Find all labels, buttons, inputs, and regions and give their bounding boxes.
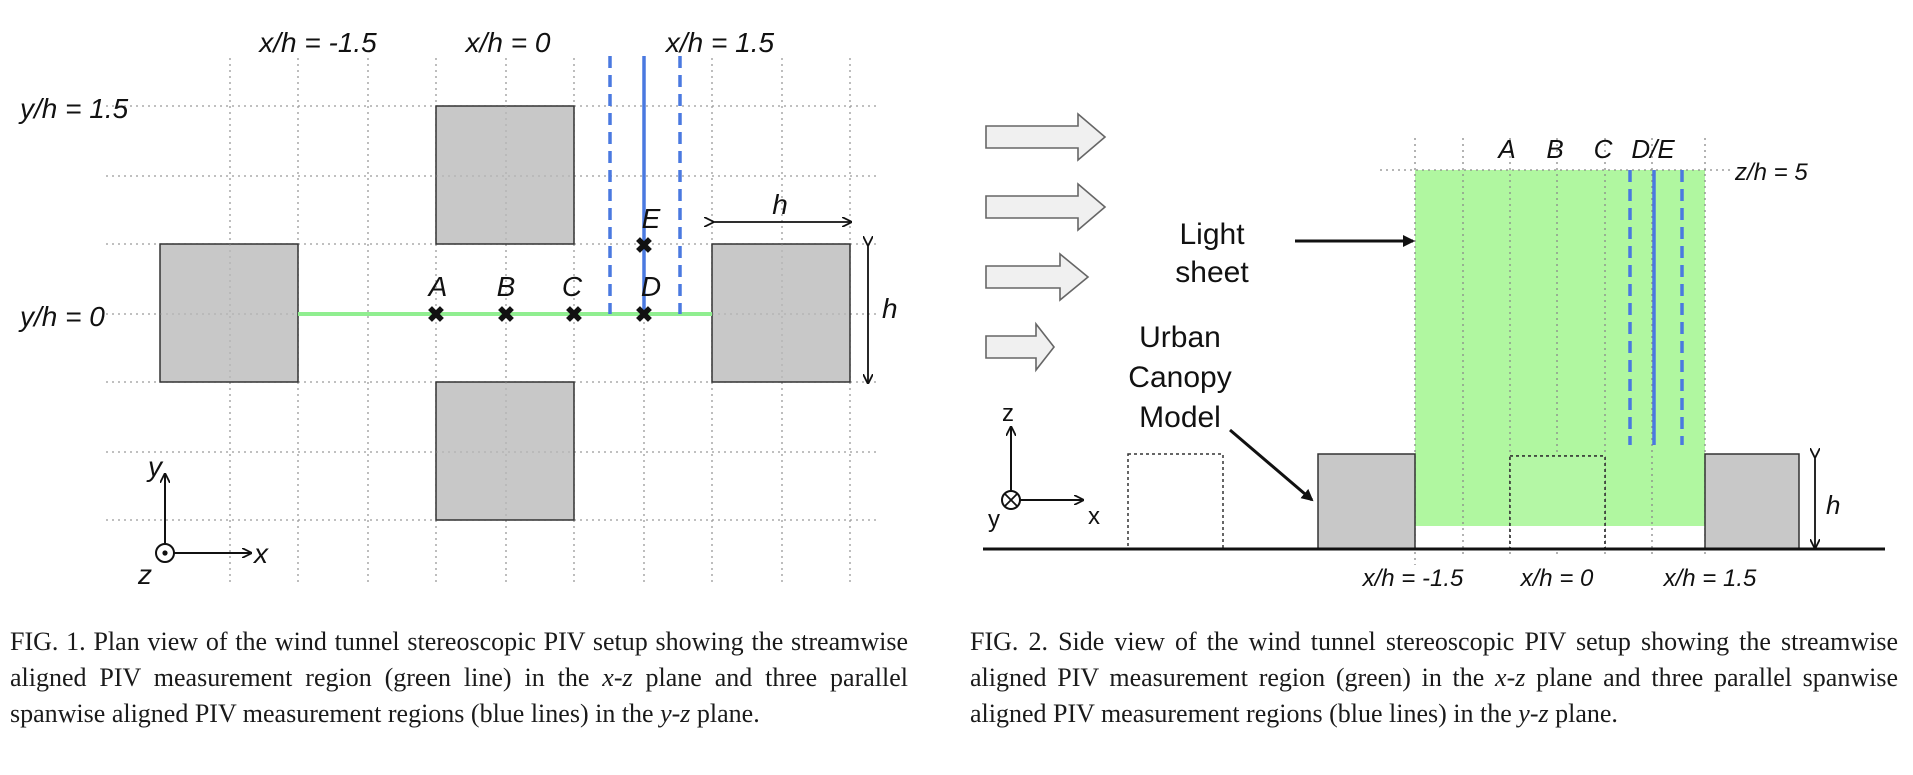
- fig2-axis-triad: z x y: [988, 400, 1100, 533]
- fig1-marker-b: ✖: [497, 302, 515, 327]
- fig2-flow-arrow-2: [985, 182, 1107, 232]
- fig2-x-label-zero: x/h = 0: [1520, 565, 1594, 592]
- fig2-dim-h-label: h: [1826, 490, 1840, 520]
- fig2-point-label-de: D/E: [1631, 134, 1675, 164]
- fig1-building-top: [435, 105, 575, 245]
- fig1-dim-h-top-label: h: [772, 189, 788, 220]
- fig1-caption-text-1: FIG. 1. Plan view of the wind tunnel ste…: [10, 627, 908, 692]
- fig1-building-left: [159, 243, 299, 383]
- fig1-point-label-a: A: [427, 271, 448, 302]
- fig1-point-label-b: B: [497, 271, 516, 302]
- fig1-dim-h-right-label: h: [882, 293, 898, 324]
- fig2-side-view: A B C D/E z/h = 5 Light sheet Urban Cano…: [983, 112, 1885, 592]
- fig2-x-label-neg: x/h = -1.5: [1362, 565, 1464, 592]
- fig1-point-markers: ✖ ✖ ✖ ✖ ✖: [427, 233, 653, 327]
- fig2-urban-canopy-label-line2: Canopy: [1128, 361, 1231, 394]
- fig1-col-label-zero: x/h = 0: [464, 27, 551, 58]
- fig2-axis-x-label: x: [1088, 503, 1100, 530]
- fig2-axis-z-label: z: [1002, 400, 1014, 427]
- fig1-col-label-pos: x/h = 1.5: [664, 27, 775, 58]
- fig2-point-label-c: C: [1594, 134, 1613, 164]
- fig1-caption-italic-1: x-z: [602, 663, 633, 692]
- figures-canvas: ✖ ✖ ✖ ✖ ✖ A B C D E x/h = -1.5 x/h = 0 x…: [18, 27, 1885, 592]
- fig1-caption-text-2: plane and three parallel spanwise aligne…: [10, 663, 908, 728]
- fig1-plan-view: ✖ ✖ ✖ ✖ ✖ A B C D E x/h = -1.5 x/h = 0 x…: [18, 27, 898, 590]
- fig2-caption-text-1: FIG. 2. Side view of the wind tunnel ste…: [970, 627, 1898, 692]
- fig1-row-label-zero: y/h = 0: [18, 301, 105, 332]
- fig2-flow-arrow-4: [985, 321, 1056, 373]
- fig1-building-bottom: [435, 381, 575, 521]
- fig1-row-label-top: y/h = 1.5: [18, 93, 129, 124]
- fig2-x-label-pos: x/h = 1.5: [1663, 565, 1757, 592]
- fig1-caption: FIG. 1. Plan view of the wind tunnel ste…: [10, 624, 908, 732]
- fig2-building-right: [1704, 453, 1800, 550]
- fig1-point-label-d: D: [641, 271, 661, 302]
- fig2-axis-y-label: y: [988, 506, 1000, 533]
- fig1-caption-text-3: plane.: [690, 699, 760, 728]
- fig1-axis-triad: y x z: [137, 451, 269, 590]
- fig2-caption-text-2: plane and three parallel spanwise aligne…: [970, 663, 1898, 728]
- fig1-building-right: [711, 243, 851, 383]
- fig2-flow-arrow-1: [985, 112, 1107, 162]
- fig2-building-outline-left: [1127, 453, 1224, 550]
- fig2-flow-arrows: [985, 112, 1107, 373]
- fig1-axis-y-label: y: [146, 451, 164, 482]
- fig2-caption-text-3: plane.: [1548, 699, 1618, 728]
- fig2-building-left: [1317, 453, 1416, 550]
- fig1-point-label-c: C: [562, 271, 583, 302]
- fig2-z-height-label: z/h = 5: [1734, 159, 1808, 186]
- fig2-point-label-a: A: [1496, 134, 1515, 164]
- fig2-light-sheet-label-line1: Light: [1179, 218, 1245, 251]
- fig1-marker-d: ✖: [635, 302, 653, 327]
- fig1-axis-z-label: z: [137, 559, 152, 590]
- fig1-point-label-e: E: [642, 203, 661, 234]
- fig1-marker-c: ✖: [565, 302, 583, 327]
- fig2-caption-italic-1: x-z: [1495, 663, 1526, 692]
- fig2-caption: FIG. 2. Side view of the wind tunnel ste…: [970, 624, 1898, 732]
- fig2-flow-arrow-3: [985, 252, 1090, 302]
- fig2-urban-canopy-label-line1: Urban: [1139, 321, 1221, 354]
- fig2-urban-canopy-arrow: [1229, 428, 1314, 502]
- fig2-light-sheet-label-line2: sheet: [1175, 256, 1249, 289]
- fig2-point-label-b: B: [1546, 134, 1563, 164]
- fig1-caption-italic-2: y-z: [660, 699, 691, 728]
- fig1-marker-e: ✖: [635, 233, 653, 258]
- fig1-col-label-neg: x/h = -1.5: [257, 27, 377, 58]
- fig2-urban-canopy-label-line3: Model: [1139, 401, 1221, 434]
- fig2-caption-italic-2: y-z: [1518, 699, 1549, 728]
- fig1-axis-x-label: x: [252, 538, 269, 569]
- fig1-marker-a: ✖: [427, 302, 445, 327]
